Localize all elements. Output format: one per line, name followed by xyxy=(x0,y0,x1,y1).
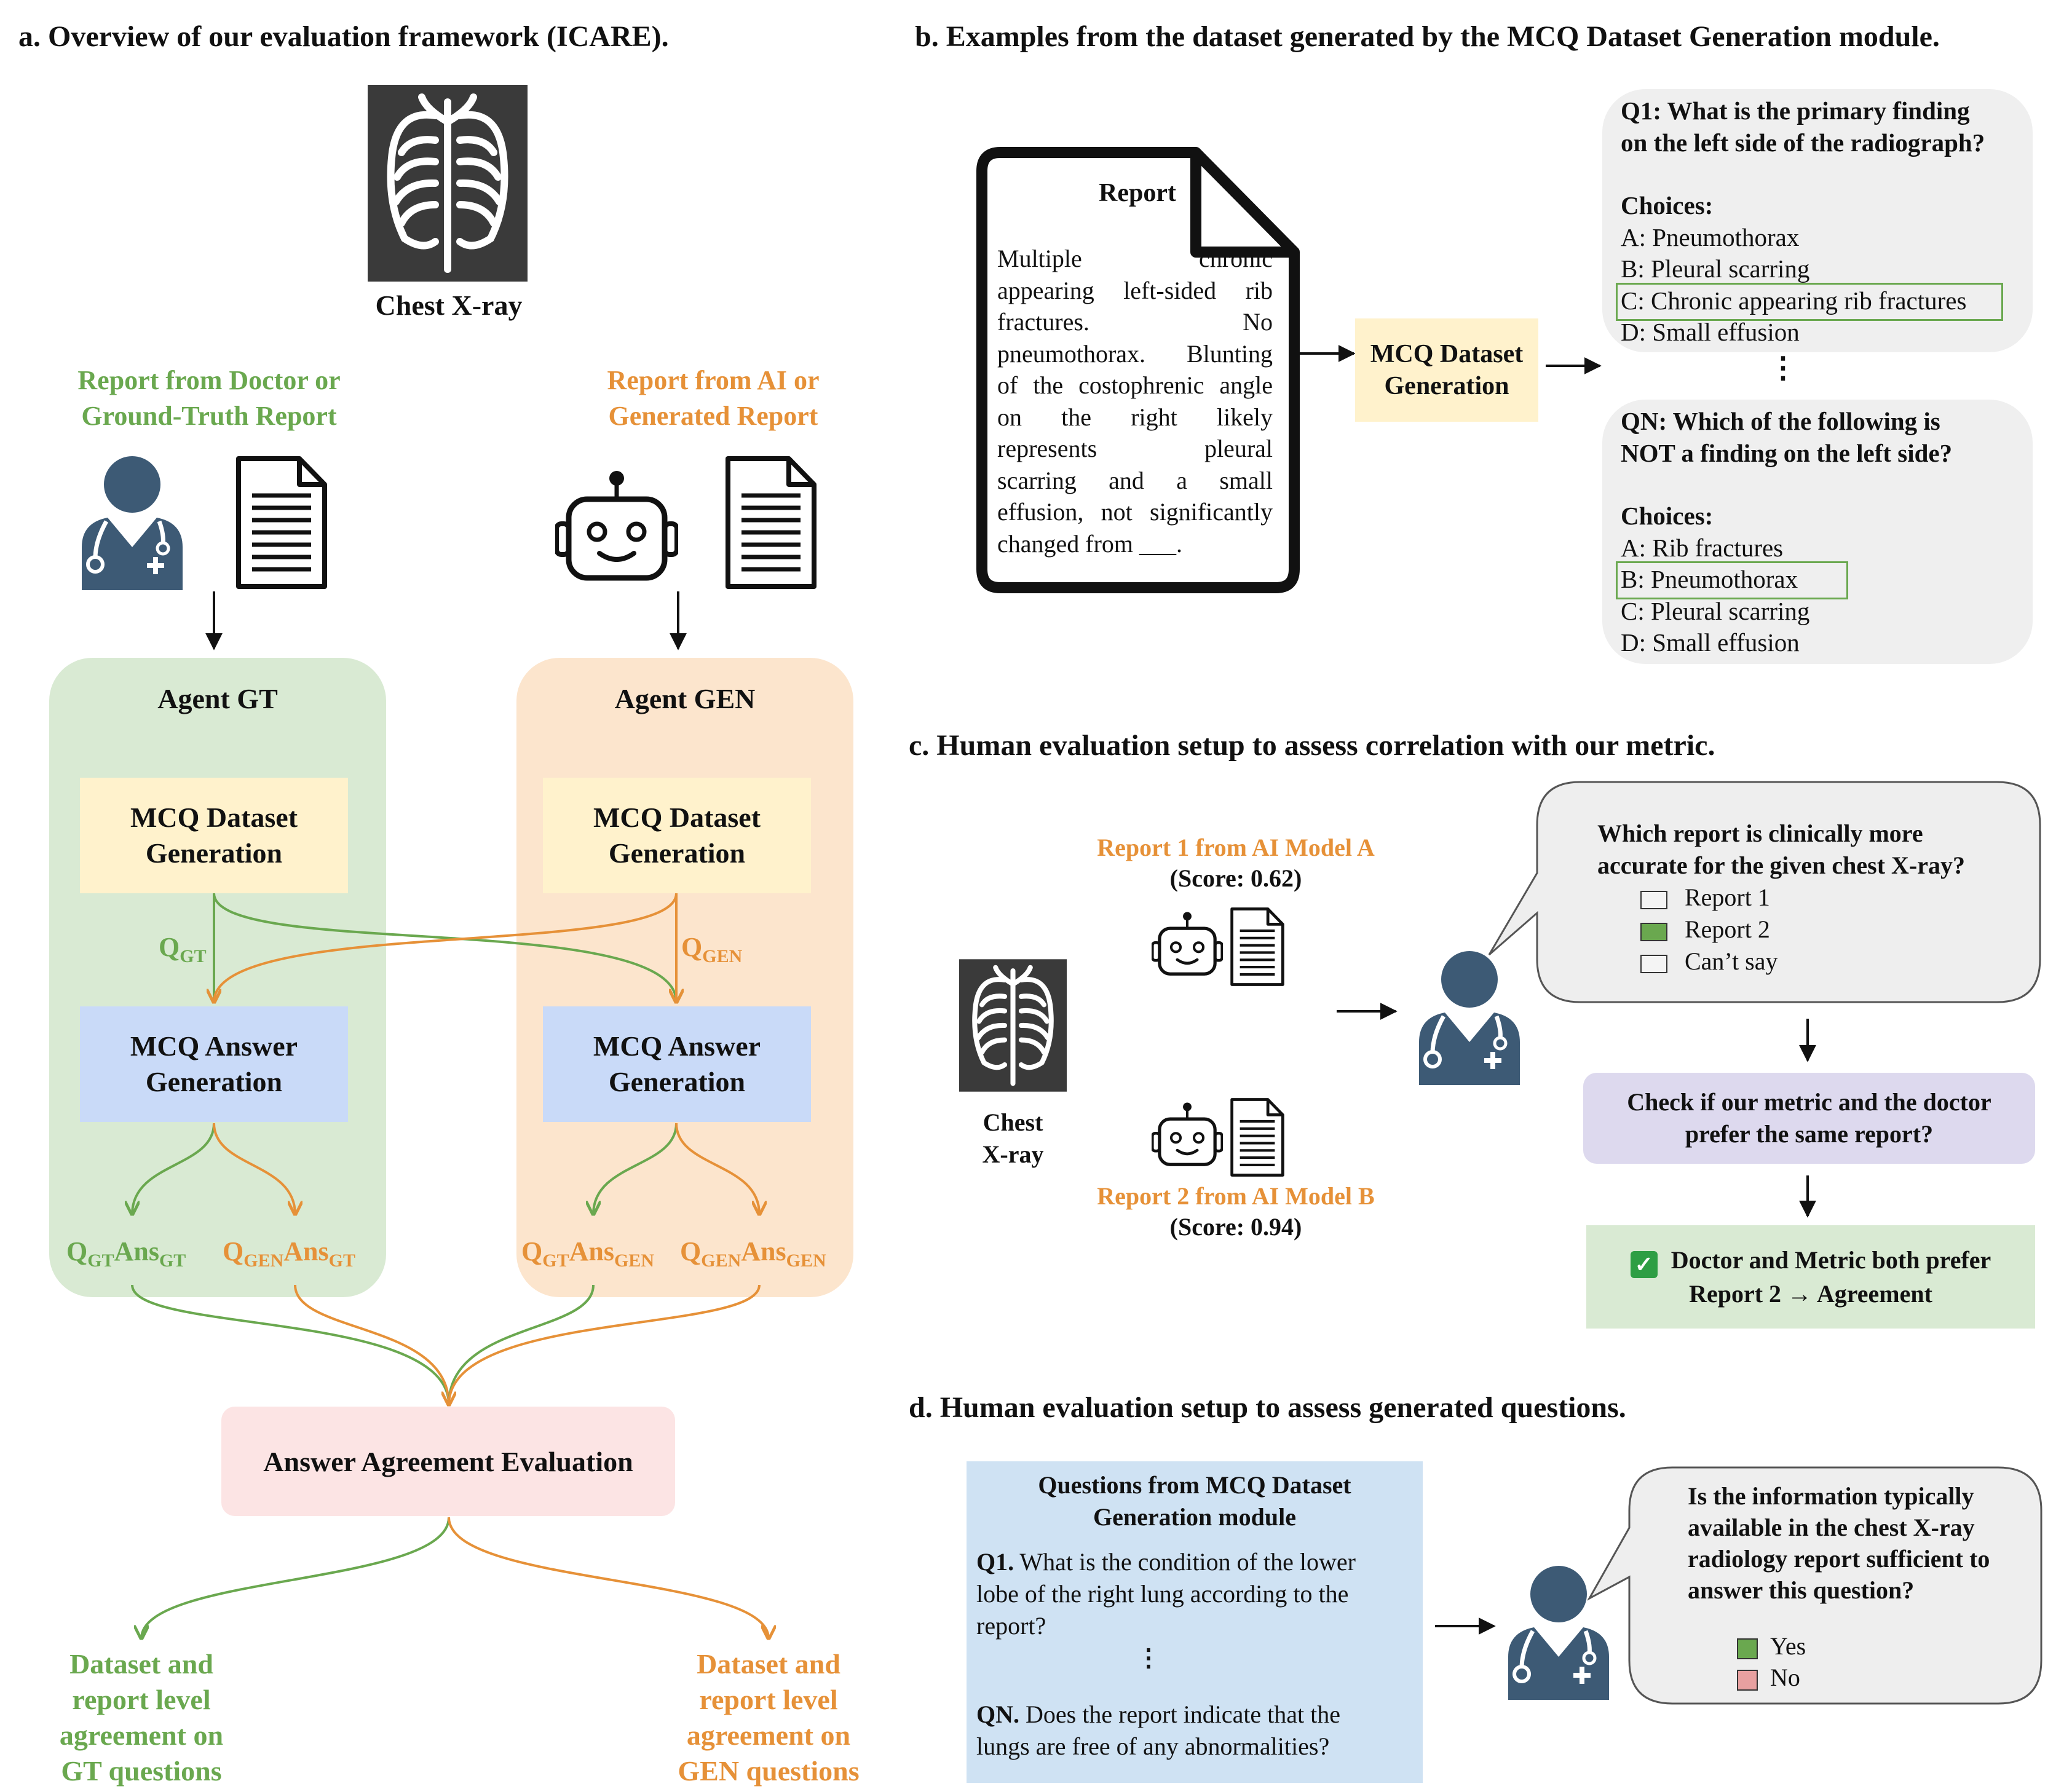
answer-agreement-evaluation: Answer Agreement Evaluation xyxy=(221,1407,675,1516)
agreement-result: ✓Doctor and Metric both prefer Report 2 … xyxy=(1586,1225,2035,1329)
panel-d-title: d. Human evaluation setup to assess gene… xyxy=(909,1391,1626,1424)
arrow-right xyxy=(1435,1617,1496,1635)
panel-a-title: a. Overview of our evaluation framework … xyxy=(18,20,669,53)
sufficiency-question: Is the information typically available i… xyxy=(1688,1480,1990,1693)
agent-gt-title: Agent GT xyxy=(157,683,278,714)
report-text: Multiple chronic appearing left-sided ri… xyxy=(997,245,1273,558)
arrow-down xyxy=(1799,1175,1816,1218)
q-gen-label: QGEN xyxy=(681,932,743,966)
check-mark-icon: ✓ xyxy=(1630,1250,1658,1278)
q-gen-ans-gt-label: QGENAnsGT xyxy=(223,1236,355,1271)
option-no[interactable]: No xyxy=(1737,1662,1990,1693)
arrow-down xyxy=(1799,1019,1816,1062)
option-report-2[interactable]: Report 2 xyxy=(1640,914,1965,946)
vertical-ellipsis: ⋮ xyxy=(1768,352,1798,384)
arrow-right xyxy=(1300,345,1356,362)
speech-bubble xyxy=(1587,1466,2042,1705)
robot-icon xyxy=(1152,910,1223,977)
document-icon xyxy=(1230,907,1285,987)
report-document-icon xyxy=(976,147,1300,593)
q-gt-ans-gt-label: QGTAnsGT xyxy=(66,1236,186,1271)
q-gen-ans-gen-label: QGENAnsGEN xyxy=(680,1236,826,1271)
panel-b-title: b. Examples from the dataset generated b… xyxy=(915,20,1940,53)
report-1-score: (Score: 0.62) xyxy=(1169,864,1302,892)
panel-c-title: c. Human evaluation setup to assess corr… xyxy=(909,729,1715,762)
correct-answer-highlight xyxy=(1616,282,2003,321)
generated-questions-box xyxy=(967,1461,1423,1783)
report-title: Report xyxy=(1099,179,1176,207)
q-gt-label: QGT xyxy=(159,932,207,966)
q1-content: Q1: What is the primary finding on the l… xyxy=(1616,95,2003,349)
chest-xray-icon xyxy=(959,959,1067,1092)
panel-a-flow-arrows xyxy=(0,591,922,1784)
document-icon xyxy=(1230,1097,1285,1177)
q-gt-ans-gen-label: QGTAnsGEN xyxy=(521,1236,654,1271)
speech-bubble xyxy=(1488,781,2041,1003)
robot-icon xyxy=(1152,1100,1223,1168)
correct-answer-highlight xyxy=(1616,561,1848,599)
report-1-label: Report 1 from AI Model A xyxy=(1097,834,1375,861)
generated-questions-list: Q1. What is the condition of the lower l… xyxy=(976,1548,1356,1760)
chest-xray-label: Chest X-ray xyxy=(375,290,523,321)
preference-question: Which report is clinically more accurate… xyxy=(1597,818,1965,977)
report-2-label: Report 2 from AI Model B xyxy=(1097,1182,1375,1210)
option-report-1[interactable]: Report 1 xyxy=(1640,882,1965,914)
qn-content: QN: Which of the following is NOT a find… xyxy=(1616,406,1952,659)
option-cant-say[interactable]: Can’t say xyxy=(1640,946,1965,977)
report-2-score: (Score: 0.94) xyxy=(1169,1213,1302,1241)
arrow-right xyxy=(1546,357,1602,374)
agent-gen-title: Agent GEN xyxy=(614,683,756,714)
qn-card xyxy=(1602,400,2033,664)
arrow-right xyxy=(1337,1003,1398,1020)
q1-card xyxy=(1602,89,2033,352)
agent-gen-panel xyxy=(516,658,853,1297)
agent-gt-panel xyxy=(49,658,386,1297)
option-yes[interactable]: Yes xyxy=(1737,1630,1990,1662)
